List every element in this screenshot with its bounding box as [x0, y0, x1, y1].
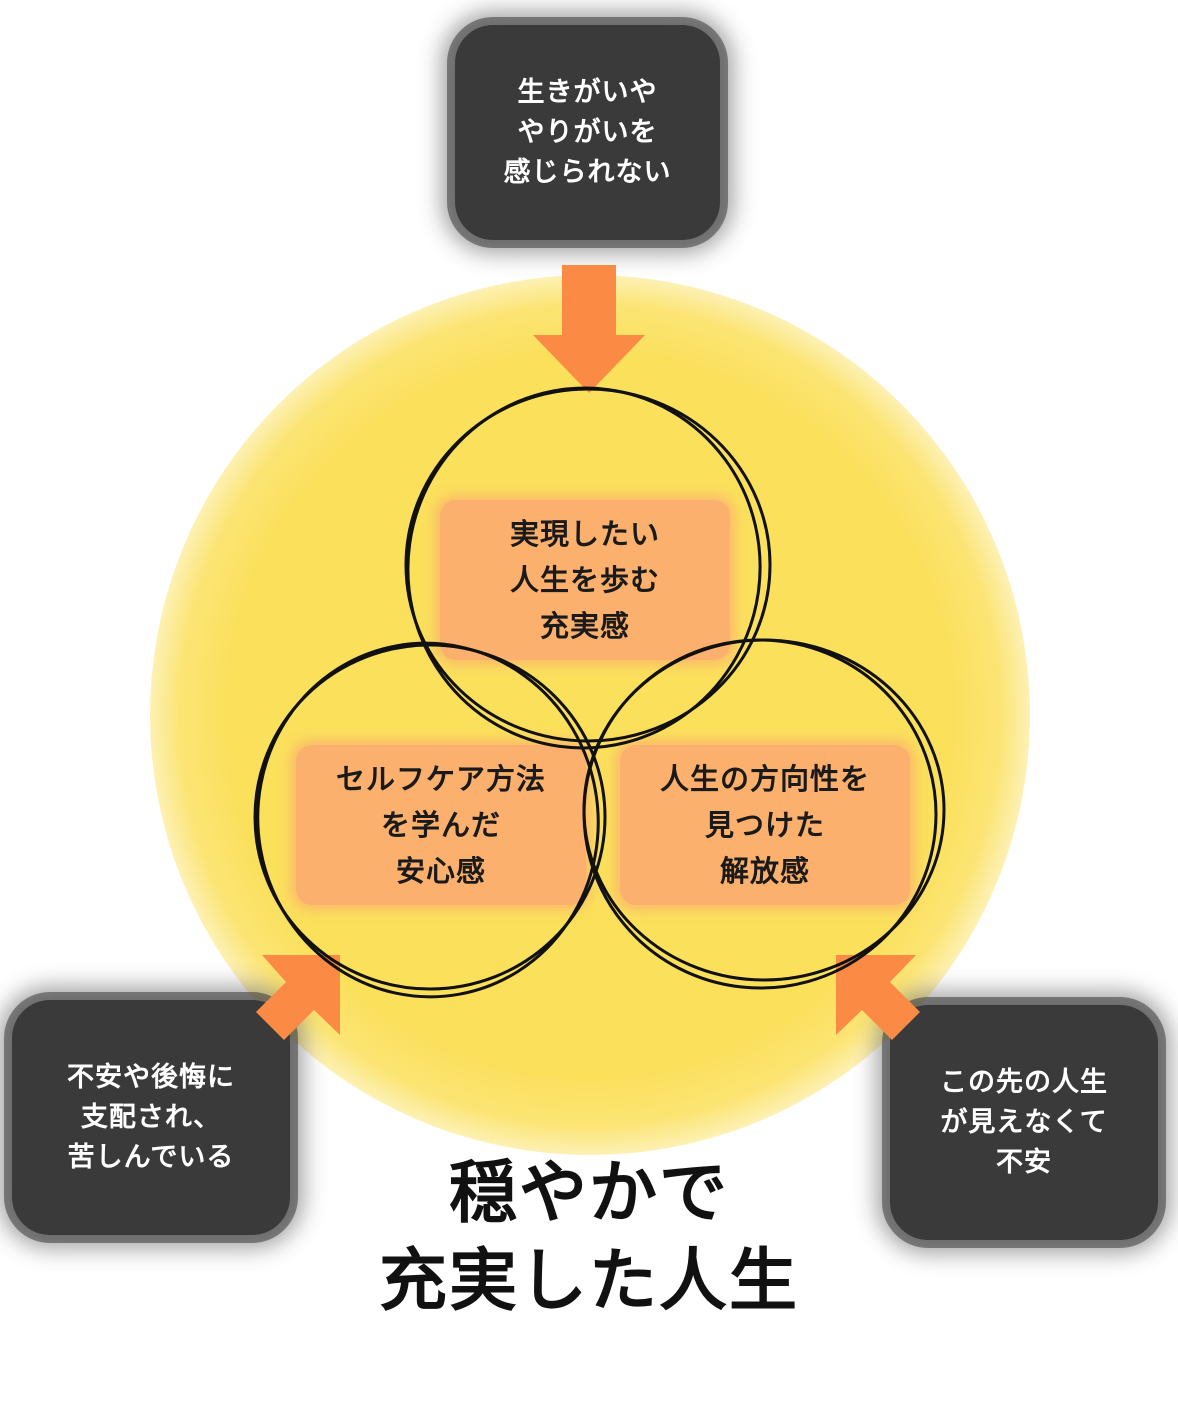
arrow-left-up-icon — [256, 955, 340, 1040]
arrow-right-up-icon — [836, 955, 920, 1040]
problem-box-left: 不安や後悔に 支配され、 苦しんでいる — [12, 1000, 290, 1235]
problem-box-top: 生きがいや やりがいを 感じられない — [455, 25, 720, 240]
arrow-down-icon — [533, 265, 645, 393]
problem-box-top-text: 生きがいや やりがいを 感じられない — [503, 76, 672, 188]
main-title: 穏やかで 充実した人生 — [378, 1154, 799, 1321]
problem-box-right-text: この先の人生 が見えなくて 不安 — [940, 1066, 1108, 1178]
benefit-label-top: 実現したい 人生を歩む 充実感 — [440, 500, 730, 660]
problem-box-right: この先の人生 が見えなくて 不安 — [890, 1005, 1158, 1240]
benefit-label-left-text: セルフケア方法 を学んだ 安心感 — [335, 762, 546, 888]
benefit-label-right-text: 人生の方向性を 見つけた 解放感 — [659, 762, 870, 888]
problem-box-left-text: 不安や後悔に 支配され、 苦しんでいる — [67, 1061, 235, 1173]
benefit-label-top-text: 実現したい 人生を歩む 充実感 — [509, 517, 660, 643]
circle-left — [253, 641, 607, 999]
circle-top — [404, 386, 772, 750]
circle-right — [582, 638, 946, 990]
benefit-label-right: 人生の方向性を 見つけた 解放感 — [620, 745, 910, 905]
benefit-label-left: セルフケア方法 を学んだ 安心感 — [296, 745, 586, 905]
